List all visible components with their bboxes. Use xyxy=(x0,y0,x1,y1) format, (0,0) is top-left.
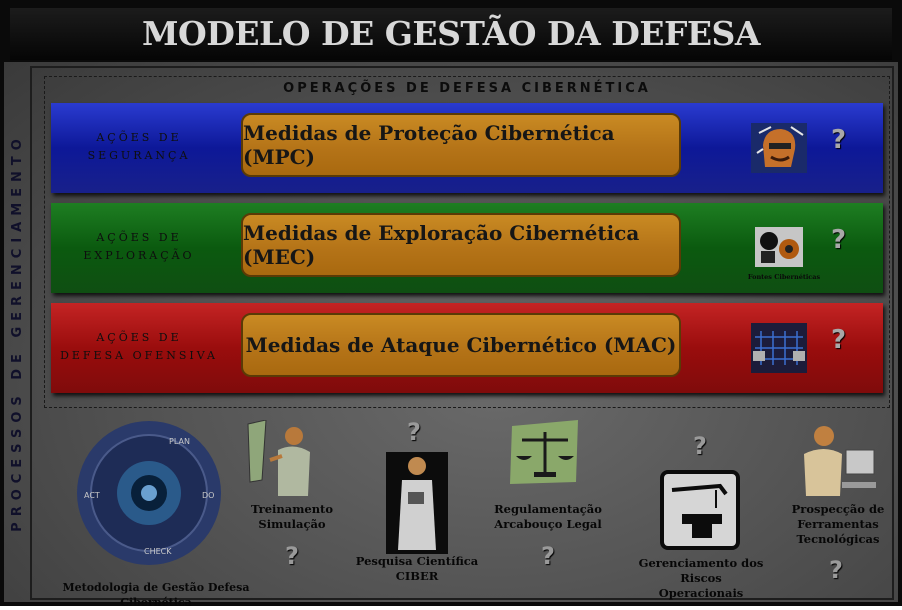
diagram-body: PROCESSOS DE GERENCIAMENTO OPERAÇÕES DE … xyxy=(4,62,898,609)
diagram-title: MODELO DE GESTÃO DA DEFESA CIBERNÉTICA xyxy=(10,8,892,105)
pdca-do: DO xyxy=(202,491,214,500)
process-question-treinamento: ? xyxy=(285,542,299,570)
measure-box-mec: Medidas de Exploração Cibernética (MEC) xyxy=(241,213,681,277)
pdca-act: ACT xyxy=(84,491,100,500)
process-label-pesquisa: Pesquisa Científica CIBER xyxy=(355,554,479,583)
process-label-prospeccao: Prospecção de Ferramentas Tecnológicas xyxy=(791,502,885,546)
management-area: OPERAÇÕES DE DEFESA CIBERNÉTICA AÇÕES DE… xyxy=(30,66,894,609)
measure-box-mpc: Medidas de Proteção Cibernética (MPC) xyxy=(241,113,681,177)
cyber-sources-icon xyxy=(755,227,803,267)
pdca-check: CHECK xyxy=(144,547,172,556)
pdca-cycle-icon: PLAN DO CHECK ACT xyxy=(77,421,221,565)
process-question-riscos: ? xyxy=(693,432,707,460)
process-question-regulamentacao: ? xyxy=(541,542,555,570)
side-label-container: PROCESSOS DE GERENCIAMENTO xyxy=(4,62,30,602)
pdca-plan: PLAN xyxy=(169,437,190,446)
band-exploration: AÇÕES DE EXPLORAÇÃO Medidas de Exploraçã… xyxy=(51,203,883,293)
side-label: PROCESSOS DE GERENCIAMENTO xyxy=(9,132,25,532)
band-security-label: AÇÕES DE SEGURANÇA xyxy=(87,131,191,162)
scientist-icon xyxy=(386,452,448,554)
process-label-riscos: Gerenciamento dos Riscos Operacionais xyxy=(638,556,764,600)
hacker-face-icon xyxy=(751,123,807,173)
measure-box-mac: Medidas de Ataque Cibernético (MAC) xyxy=(241,313,681,377)
crane-sign-icon xyxy=(660,470,740,550)
process-label-regulamentacao: Regulamentação Arcabouço Legal xyxy=(494,502,602,531)
trainer-icon xyxy=(247,420,310,496)
band-security: AÇÕES DE SEGURANÇA Medidas de Proteção C… xyxy=(51,103,883,193)
process-question-prospeccao: ? xyxy=(829,556,843,584)
band-offensive-question: ? xyxy=(831,325,847,355)
band-offensive-label: AÇÕES DE DEFESA OFENSIVA xyxy=(60,331,218,362)
process-label-treinamento: Treinamento Simulação xyxy=(250,502,334,531)
band-exploration-question: ? xyxy=(831,225,847,255)
network-globe-icon xyxy=(751,323,807,373)
band-offensive: AÇÕES DE DEFESA OFENSIVA Medidas de Ataq… xyxy=(51,303,883,393)
band-exploration-label: AÇÕES DE EXPLORAÇÃO xyxy=(83,231,195,262)
band-security-question: ? xyxy=(831,125,847,155)
computer-user-icon xyxy=(804,426,876,496)
icon-caption-cyber-sources: Fontes Cibernéticas xyxy=(747,273,821,281)
operations-area: OPERAÇÕES DE DEFESA CIBERNÉTICA AÇÕES DE… xyxy=(44,76,890,408)
scales-icon xyxy=(510,420,578,484)
operations-title: OPERAÇÕES DE DEFESA CIBERNÉTICA xyxy=(283,81,651,96)
process-question-pesquisa: ? xyxy=(407,418,421,446)
